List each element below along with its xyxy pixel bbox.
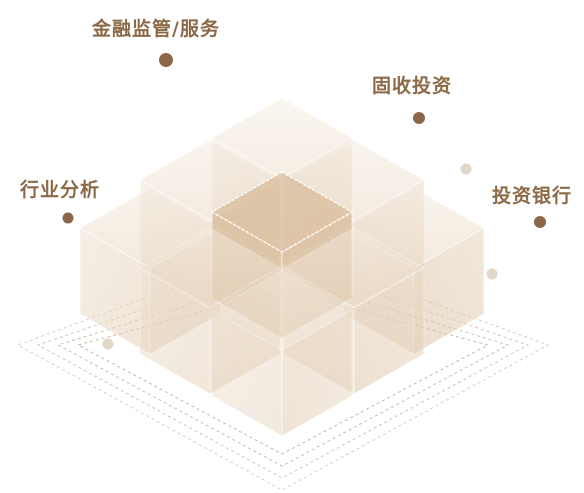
cube-cluster bbox=[78, 97, 486, 437]
center-cube-highlight bbox=[210, 171, 354, 253]
pin-faint-1 bbox=[460, 163, 472, 270]
platform-outline-core bbox=[76, 289, 490, 455]
pin-industry-analysis bbox=[62, 212, 74, 318]
label-fixed-income: 固收投资 bbox=[372, 75, 453, 97]
pin-finance-regulation bbox=[159, 53, 173, 262]
label-finance-regulation: 金融监管/服务 bbox=[92, 18, 220, 40]
pin-fixed-income bbox=[413, 112, 425, 290]
pin-faint-3 bbox=[102, 338, 114, 445]
label-industry-analysis: 行业分析 bbox=[20, 179, 101, 201]
label-investment-banking: 投资银行 bbox=[492, 185, 573, 207]
cube-front bbox=[210, 269, 354, 437]
pin-investment-banking bbox=[534, 216, 546, 330]
pin-faint-2 bbox=[486, 268, 498, 370]
